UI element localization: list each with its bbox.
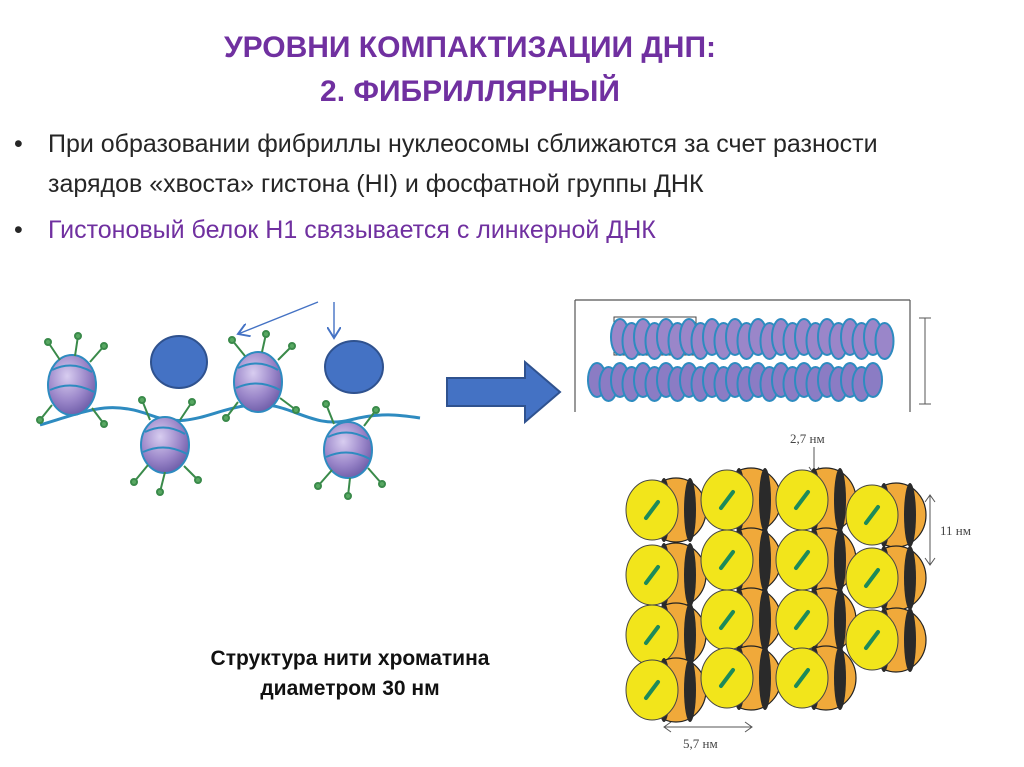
solenoid-nucleosome xyxy=(775,467,857,533)
nucleosome-2 xyxy=(130,396,202,496)
solenoid-nucleosome xyxy=(625,477,707,543)
bullet-list: При образовании фибриллы нуклеосомы сбли… xyxy=(14,124,914,250)
h1-histone-disc-1 xyxy=(150,335,208,389)
solenoid-nucleosome xyxy=(845,545,927,611)
title-line-2: 2. ФИБРИЛЛЯРНЫЙ xyxy=(320,75,620,108)
solenoid-nucleosome xyxy=(775,527,857,593)
bullet-item-1: При образовании фибриллы нуклеосомы сбли… xyxy=(14,124,914,204)
caption-line-1: Структура нити хроматина xyxy=(210,647,490,670)
caption-line-2: диаметром 30 нм xyxy=(260,677,440,700)
label-2-7nm: 2,7 нм xyxy=(790,431,825,446)
slide-title: УРОВНИ КОМПАКТИЗАЦИИ ДНП: 2. ФИБРИЛЛЯРНЫ… xyxy=(90,26,850,114)
nucleosome-3 xyxy=(222,330,300,422)
linker-dna-diagram xyxy=(36,301,421,500)
solenoid-nucleosome xyxy=(700,587,782,653)
nucleosome-1 xyxy=(36,332,108,428)
solenoid-nucleosome xyxy=(775,645,857,711)
solenoid-nucleosome xyxy=(700,467,782,533)
h1-histone-disc-2 xyxy=(324,340,384,394)
solenoid-nucleosome xyxy=(625,602,707,668)
solenoid-nucleosome xyxy=(625,542,707,608)
nucleosome-4 xyxy=(314,400,386,500)
solenoid-nucleosome xyxy=(845,482,927,548)
label-11nm: 11 нм xyxy=(940,523,971,538)
label-5-7nm: 5,7 нм xyxy=(683,736,718,751)
solenoid-nucleosome xyxy=(625,657,707,723)
transition-arrow xyxy=(446,359,562,425)
solenoid-nucleosome xyxy=(775,587,857,653)
pointer-arrow-1 xyxy=(238,301,319,334)
solenoid-nucleosome xyxy=(700,527,782,593)
solenoid-nucleosome xyxy=(845,607,927,673)
solenoid-diagram: 2,7 нм 11 нм 5,7 нм xyxy=(625,431,971,751)
fibril-bead xyxy=(874,322,895,360)
fibril-diagram xyxy=(574,299,931,412)
title-line-1: УРОВНИ КОМПАКТИЗАЦИИ ДНП: xyxy=(223,31,717,64)
fibril-bead xyxy=(863,362,883,398)
figure-caption: Структура нити хроматина диаметром 30 нм xyxy=(160,644,540,704)
solenoid-nucleosome xyxy=(700,645,782,711)
bullet-item-2: Гистоновый белок Н1 связывается с линкер… xyxy=(14,210,914,250)
